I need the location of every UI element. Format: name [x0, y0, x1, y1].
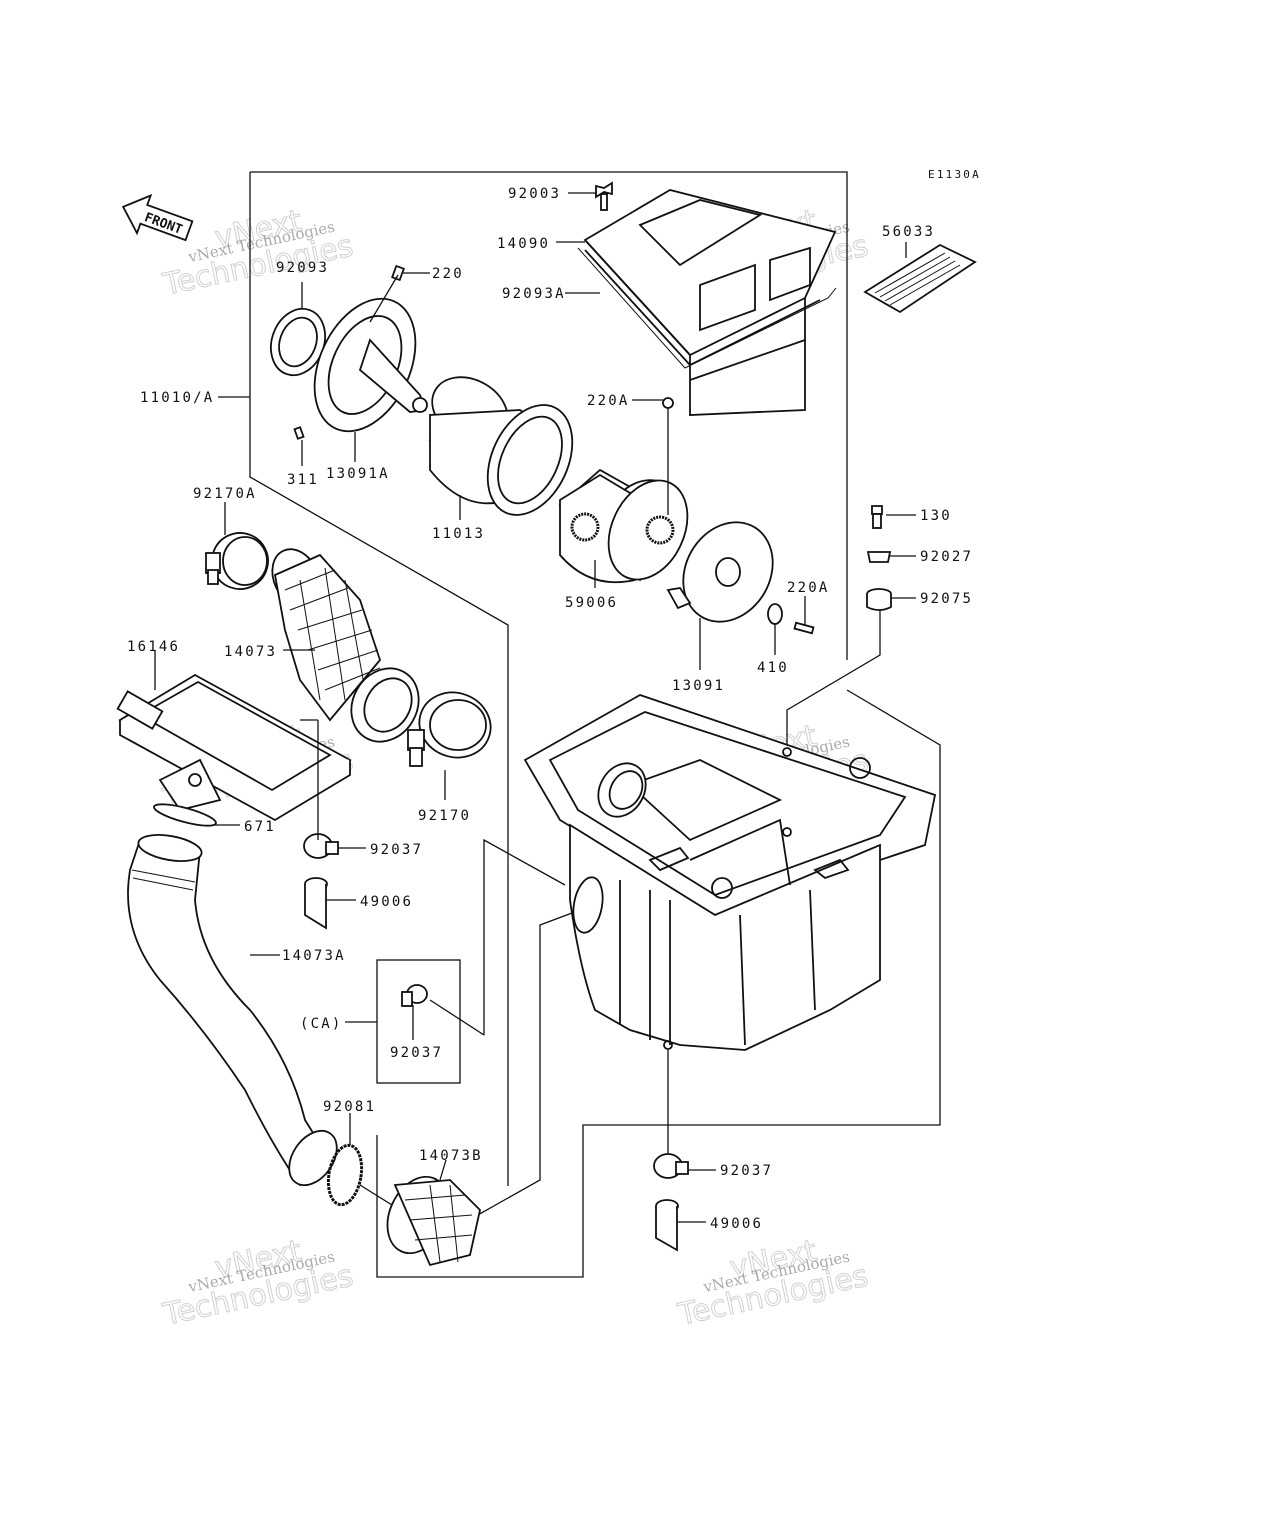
ca-detail-box: [345, 959, 485, 1084]
callout-671: 671: [244, 819, 276, 835]
gasket-92093A: [577, 247, 837, 369]
callout-14073: 14073: [224, 644, 277, 660]
watermark-top-left: vNext vNext Technologies Technologies: [159, 203, 357, 303]
clamp-92037-b-icon: [653, 1153, 689, 1179]
watermark-bottom-left: vNext vNext Technologies Technologies: [159, 1233, 357, 1333]
callout-49006-a: 49006: [360, 894, 413, 910]
callout-92037-b: 92037: [720, 1163, 773, 1179]
callout-92081: 92081: [323, 1099, 376, 1115]
bolt-130-icon: [871, 505, 883, 529]
air-cleaner-housing: [523, 694, 937, 1051]
callout-14073B: 14073B: [419, 1148, 483, 1164]
collar-92027-icon: [866, 551, 892, 563]
cap-49006-b-icon: [655, 1199, 679, 1252]
callout-CA: (CA): [300, 1016, 343, 1032]
front-arrow-icon: FRONT: [121, 193, 194, 242]
tray-16146: [116, 673, 352, 822]
callout-14090: 14090: [497, 236, 550, 252]
cap-49006-a-icon: [304, 877, 328, 930]
filter-screen-59006: [558, 468, 689, 584]
callout-311: 311: [287, 472, 319, 488]
callout-13091: 13091: [672, 678, 725, 694]
filter-element-11013: [428, 376, 574, 516]
clamp-92170: [407, 691, 492, 767]
callout-49006-b: 49006: [710, 1216, 763, 1232]
callout-11013: 11013: [432, 526, 485, 542]
callout-56033: 56033: [882, 224, 935, 240]
filter-pad-56033: [863, 243, 977, 314]
callout-59006: 59006: [565, 595, 618, 611]
callout-92037-a: 92037: [370, 842, 423, 858]
callout-92003: 92003: [508, 186, 561, 202]
end-cap-13091: [666, 521, 774, 623]
screw-220-icon: [369, 264, 405, 323]
clamp-92037-a-icon: [303, 833, 339, 859]
callout-220A-bottom: 220A: [787, 580, 830, 596]
ring-92081-icon: [326, 1143, 364, 1207]
callout-220: 220: [432, 266, 464, 282]
callout-130: 130: [920, 508, 952, 524]
callout-92093: 92093: [276, 260, 329, 276]
callout-11010A: 11010/A: [140, 390, 214, 406]
callout-92170A: 92170A: [193, 486, 257, 502]
leader-lines: [154, 192, 916, 1223]
callout-16146: 16146: [127, 639, 180, 655]
oring-671-icon: [153, 803, 217, 827]
pin-311-icon: [293, 426, 305, 440]
grommet-92075-icon: [866, 588, 892, 611]
callout-92170: 92170: [418, 808, 471, 824]
callout-14073A: 14073A: [282, 948, 346, 964]
duct-14073A: [127, 834, 338, 1187]
assembly-bracket-lines: [218, 171, 941, 1278]
callout-13091A: 13091A: [326, 466, 390, 482]
bolt-220A-bottom-icon: [793, 621, 815, 635]
callout-92093A: 92093A: [502, 286, 566, 302]
bolt-220A-top-icon: [662, 397, 674, 515]
callout-410: 410: [757, 660, 789, 676]
intake-boot-14073: [271, 548, 420, 743]
wing-bolt-92003-icon: [595, 181, 613, 211]
callout-92027: 92027: [920, 549, 973, 565]
duct-cover-14090: [583, 189, 837, 416]
callout-92075: 92075: [920, 591, 973, 607]
diagram-code: E1130A: [928, 168, 981, 181]
clamp-92170A: [205, 532, 269, 590]
washer-410-icon: [767, 603, 783, 625]
watermark-bottom-right: vNext vNext Technologies Technologies: [674, 1233, 872, 1333]
callout-labels: 92003 14090 92093A 56033 92093 220 11010…: [127, 186, 973, 1232]
callout-92037-ca: 92037: [390, 1045, 443, 1061]
callout-220A-top: 220A: [587, 393, 630, 409]
holder-13091A: [313, 297, 428, 433]
boot-14073B: [386, 1175, 481, 1267]
